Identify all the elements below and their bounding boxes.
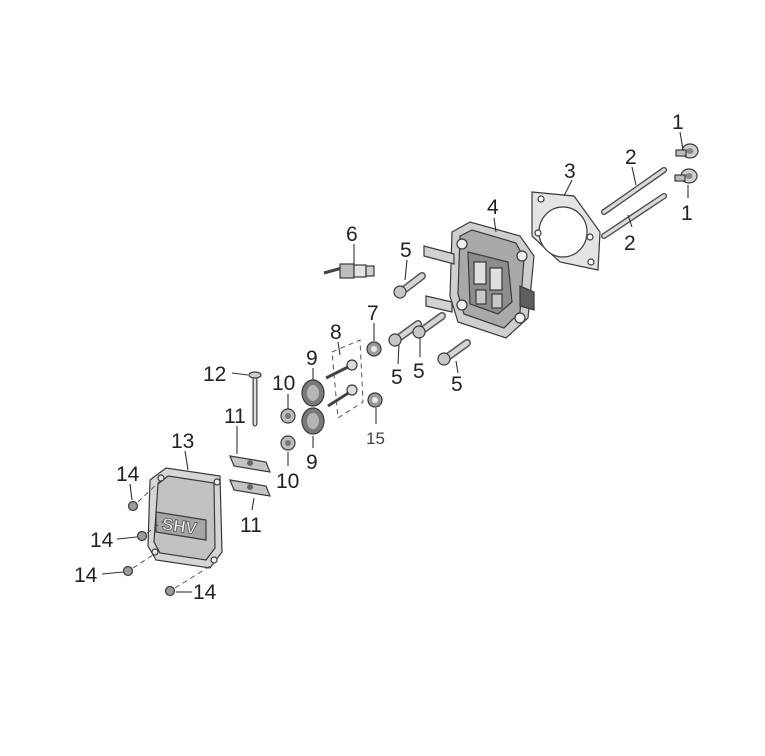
callout-14-a: 14: [116, 463, 140, 486]
part-valve-spring-upper: [301, 379, 325, 407]
part-bolt-d: [437, 339, 471, 366]
callout-11-lower: 11: [240, 514, 262, 537]
part-pin: [248, 371, 262, 427]
callout-5-top: 5: [400, 239, 412, 262]
callout-14-b: 14: [90, 529, 114, 552]
part-valves-group: [325, 339, 364, 419]
part-nut-upper: [366, 341, 382, 357]
part-push-rod-upper: [601, 167, 667, 215]
alignment-lines: [132, 480, 213, 589]
callout-15: 15: [366, 429, 385, 448]
callout-6: 6: [346, 223, 358, 246]
callout-10-lower: 10: [276, 470, 299, 493]
part-bolt-c: [412, 312, 446, 339]
callout-3: 3: [564, 160, 576, 183]
part-cover-bolt-b: [136, 530, 148, 542]
callout-14-c: 14: [74, 564, 98, 587]
part-push-rod-lower: [601, 193, 667, 239]
part-cap-upper: [675, 143, 699, 159]
part-rocker-arm-upper: [229, 455, 271, 473]
part-head-gasket: [531, 191, 601, 271]
callout-7: 7: [367, 302, 379, 325]
callout-5-middle: 5: [413, 360, 425, 383]
callout-8: 8: [330, 321, 342, 344]
callout-5-left: 5: [391, 366, 403, 389]
callout-14-d: 14: [193, 581, 217, 604]
callout-labels: 1 1 2 2 3 4 5 5 5 5 6 7 8 9 9 10 10 11 1…: [74, 111, 693, 604]
callout-9-upper: 9: [306, 347, 318, 370]
callout-13: 13: [171, 430, 194, 453]
leader-lines: [101, 131, 689, 593]
callout-2-lower: 2: [624, 232, 636, 255]
part-cylinder-head: [423, 221, 535, 339]
callout-10-upper: 10: [272, 372, 295, 395]
part-bolt-b: [388, 320, 422, 347]
part-nut-lower: [367, 392, 383, 408]
callout-9-lower: 9: [306, 451, 318, 474]
part-valve-cover: [147, 467, 223, 569]
part-cover-bolt-c: [122, 565, 134, 577]
part-rocker-arm-lower: [229, 479, 271, 497]
part-retainer-upper: [280, 408, 296, 424]
part-spark-plug: [323, 263, 375, 279]
callout-1-upper: 1: [672, 111, 684, 134]
callout-11-upper: 11: [224, 405, 246, 428]
part-cap-lower: [674, 168, 698, 184]
callout-2-upper: 2: [625, 146, 637, 169]
callout-1-lower: 1: [681, 202, 693, 225]
part-valve-spring-lower: [301, 407, 325, 435]
callout-12: 12: [203, 363, 226, 386]
callout-5-right: 5: [451, 373, 463, 396]
callout-4: 4: [487, 196, 499, 219]
part-cover-bolt-a: [127, 500, 139, 512]
part-bolt-a: [393, 272, 426, 299]
part-retainer-lower: [280, 435, 296, 451]
part-cover-bolt-d: [164, 585, 176, 597]
